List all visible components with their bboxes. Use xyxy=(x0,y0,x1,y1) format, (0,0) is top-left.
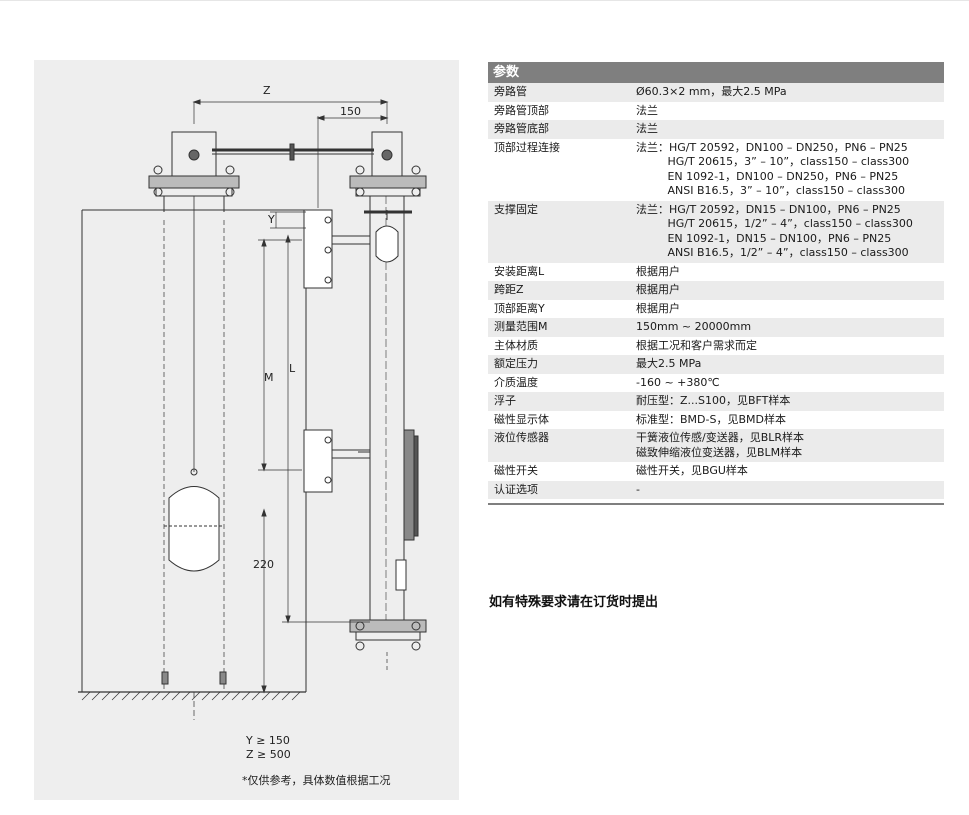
table-row: 磁性显示体 标准型：BMD-S，见BMD样本 xyxy=(488,411,944,430)
table-row: 旁路管 Ø60.3×2 mm，最大2.5 MPa xyxy=(488,83,944,102)
row-value: 耐压型：Z...S100，见BFT样本 xyxy=(636,394,791,407)
row-label: 旁路管顶部 xyxy=(494,103,549,117)
table-row: 主体材质 根据工况和客户需求而定 xyxy=(488,337,944,356)
row-label: 支撑固定 xyxy=(494,202,538,216)
installation-drawing: Z 150 Y M L 220 Y ≥ 150 Z ≥ 500 *仅供参考，具体… xyxy=(34,60,459,800)
top-rule xyxy=(0,0,969,1)
row-value: 干簧液位传感/变送器，见BLR样本 磁致伸缩液位变送器，见BLM样本 xyxy=(636,431,805,459)
row-label: 主体材质 xyxy=(494,338,538,352)
row-value: 法兰 xyxy=(636,103,658,117)
row-value: 根据用户 xyxy=(636,264,680,278)
row-label: 安装距离L xyxy=(494,264,545,278)
dim-z-label: Z xyxy=(263,84,271,97)
row-label: 磁性开关 xyxy=(494,464,538,477)
row-label: 介质温度 xyxy=(494,375,538,389)
row-label: 顶部过程连接 xyxy=(494,140,560,154)
row-label: 跨距Z xyxy=(494,283,524,296)
row-label: 磁性显示体 xyxy=(494,412,549,426)
row-value: -160 ~ +380℃ xyxy=(636,375,720,389)
table-row: 认证选项 - xyxy=(488,480,944,499)
dim-m-label: M xyxy=(264,371,274,384)
dim-150-label: 150 xyxy=(340,105,361,118)
table-row: 支撑固定 法兰：HG/T 20592，DN15 – DN100，PN6 – PN2… xyxy=(488,200,944,263)
row-value: 法兰：HG/T 20592，DN100 – DN250，PN6 – PN25 H… xyxy=(636,140,910,198)
note-z-min: Z ≥ 500 xyxy=(246,748,291,761)
row-label: 认证选项 xyxy=(494,482,538,496)
note-y-min: Y ≥ 150 xyxy=(246,734,290,747)
dim-220-label: 220 xyxy=(253,558,274,571)
table-row: 额定压力 最大2.5 MPa xyxy=(488,355,944,374)
row-value: 根据工况和客户需求而定 xyxy=(636,338,757,352)
row-label: 额定压力 xyxy=(494,357,538,370)
row-label: 旁路管 xyxy=(494,85,527,98)
table-title: 参数 xyxy=(488,62,944,83)
row-value: 根据用户 xyxy=(636,283,680,296)
table-row: 旁路管顶部 法兰 xyxy=(488,102,944,121)
table-row: 浮子 耐压型：Z...S100，见BFT样本 xyxy=(488,392,944,411)
table-bottom-rule xyxy=(488,503,944,505)
row-value: 磁性开关，见BGU样本 xyxy=(636,464,748,477)
row-value: - xyxy=(636,482,640,496)
row-value: 根据用户 xyxy=(636,301,680,315)
table-row: 旁路管底部 法兰 xyxy=(488,120,944,139)
table-row: 液位传感器 干簧液位传感/变送器，见BLR样本 磁致伸缩液位变送器，见BLM样本 xyxy=(488,429,944,462)
dim-y-label: Y xyxy=(268,213,275,226)
row-value: Ø60.3×2 mm，最大2.5 MPa xyxy=(636,85,787,98)
table-row: 顶部过程连接 法兰：HG/T 20592，DN100 – DN250，PN6 – … xyxy=(488,139,944,201)
row-label: 旁路管底部 xyxy=(494,122,549,135)
dim-l-label: L xyxy=(289,362,296,375)
table-row: 介质温度 -160 ~ +380℃ xyxy=(488,374,944,393)
table-row: 顶部距离Y 根据用户 xyxy=(488,300,944,319)
row-label: 测量范围M xyxy=(494,320,548,333)
row-label: 顶部距离Y xyxy=(494,301,545,315)
row-value: 法兰：HG/T 20592，DN15 – DN100，PN6 – PN25 HG… xyxy=(636,202,913,260)
table-row: 磁性开关 磁性开关，见BGU样本 xyxy=(488,462,944,481)
row-label: 液位传感器 xyxy=(494,431,549,444)
row-label: 浮子 xyxy=(494,394,516,407)
table-row: 测量范围M 150mm ~ 20000mm xyxy=(488,318,944,337)
table-row: 安装距离L 根据用户 xyxy=(488,263,944,282)
row-value: 150mm ~ 20000mm xyxy=(636,320,752,333)
note-reference: *仅供参考，具体数值根据工况 xyxy=(242,774,391,787)
bypass-drawing-svg xyxy=(78,99,427,720)
row-value: 标准型：BMD-S，见BMD样本 xyxy=(636,412,786,426)
row-value: 法兰 xyxy=(636,122,658,135)
row-value: 最大2.5 MPa xyxy=(636,357,702,370)
table-row: 跨距Z 根据用户 xyxy=(488,281,944,300)
order-footnote: 如有特殊要求请在订货时提出 xyxy=(489,595,659,610)
